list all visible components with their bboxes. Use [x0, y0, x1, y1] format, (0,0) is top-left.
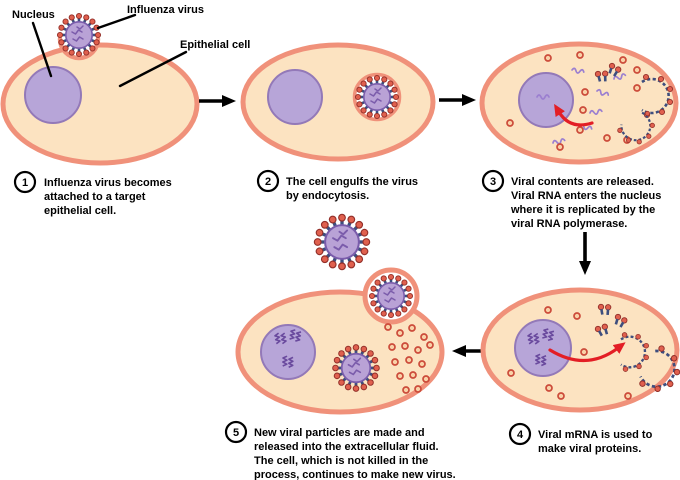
nucleus-label: Nucleus	[12, 9, 55, 21]
step-3-text-line: Viral RNA enters the nucleus	[511, 190, 661, 202]
step-3-caption: 3 Viral contents are released. Viral RNA…	[481, 169, 661, 230]
step-4-number: 4	[517, 429, 524, 441]
nucleus	[267, 69, 323, 125]
cell-5-virus-release	[235, 214, 445, 415]
step-5-number: 5	[233, 427, 239, 439]
step-5-caption: 5 New viral particles are made and relea…	[224, 420, 456, 480]
step-2-number: 2	[265, 176, 271, 188]
nucleus	[24, 66, 82, 124]
step-4-caption: 4 Viral mRNA is used to make viral prote…	[508, 422, 653, 455]
step-5-text-line: released into the extracellular fluid.	[254, 441, 439, 453]
step-1-number: 1	[22, 177, 28, 189]
step-5-text-line: The cell, which is not killed in the	[254, 455, 428, 467]
step-2-caption: 2 The cell engulfs the virus by endocyto…	[256, 169, 418, 202]
step-1-caption: 1 Influenza virus becomes attached to a …	[13, 170, 172, 217]
step-2-text-line: by endocytosis.	[286, 190, 369, 202]
assembling-influenza-virus-icon	[333, 345, 380, 392]
callout-labels: Nucleus Influenza virus Epithelial cell	[12, 4, 250, 88]
step-1-text-line: Influenza virus becomes	[44, 177, 172, 189]
cell-1-attachment	[0, 13, 200, 166]
epithelial-cell-membrane	[480, 287, 680, 413]
step-5-text-line: New viral particles are made and	[254, 427, 425, 439]
budding-influenza-virus-icon	[369, 274, 412, 317]
epithelial-cell-label: Epithelial cell	[180, 39, 250, 51]
step-1-text-line: epithelial cell.	[44, 205, 116, 217]
step-1-number-badge	[13, 170, 37, 194]
step-5-number-badge	[224, 420, 248, 444]
step-3-number: 3	[490, 176, 496, 188]
epithelial-cell-pointer-line	[118, 50, 188, 88]
step-3-text-line: where it is replicated by the	[510, 204, 655, 216]
cell-2-endocytosis	[240, 42, 436, 162]
mrna-to-proteins-arrow-icon	[548, 342, 626, 363]
step-2-number-badge	[256, 169, 280, 193]
influenza-virus-pointer-line	[96, 13, 137, 30]
nucleus-pointer-line	[31, 21, 53, 78]
influenza-virus-label: Influenza virus	[127, 4, 204, 16]
step-5-text-line: process, continues to make new virus.	[254, 469, 456, 480]
step-3-number-badge	[481, 169, 505, 193]
step-3-text-line: Viral contents are released.	[511, 176, 654, 188]
membrane-dimple-rim	[57, 36, 101, 61]
rna-enters-nucleus-arrow-icon	[554, 103, 594, 127]
step-2-text-line: The cell engulfs the virus	[286, 176, 418, 188]
influenza-virus-icon	[355, 75, 398, 118]
nucleus	[514, 319, 572, 377]
influenza-virus-icon	[57, 13, 100, 56]
cell-3-viral-release	[479, 41, 679, 165]
step-4-number-badge	[508, 422, 532, 446]
step-3-text-line: viral RNA polymerase.	[511, 218, 627, 230]
step-1-text-line: attached to a target	[44, 191, 146, 203]
released-influenza-virus-icon	[314, 214, 369, 269]
step-4-text-line: make viral proteins.	[538, 443, 641, 455]
cell-4-protein-synthesis	[480, 287, 680, 413]
epithelial-cell-membrane	[479, 41, 679, 165]
step-4-text-line: Viral mRNA is used to	[538, 429, 653, 441]
nucleus	[260, 324, 316, 380]
